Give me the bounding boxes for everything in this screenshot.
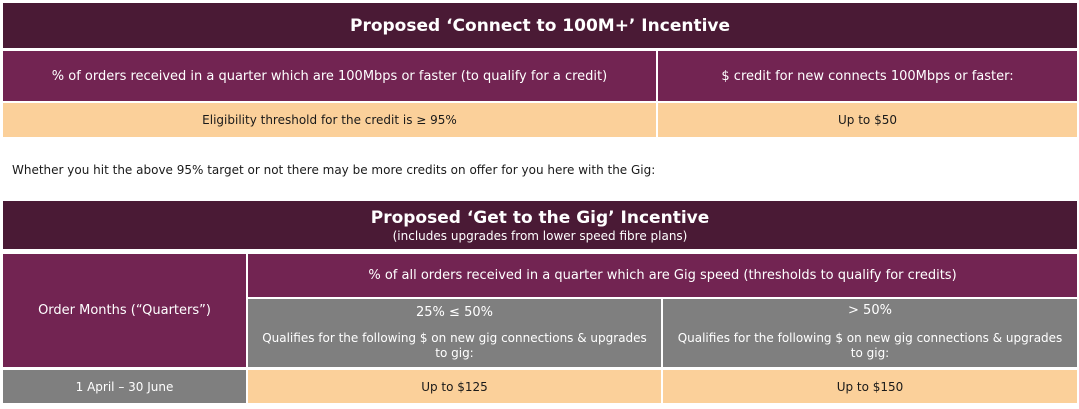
intro-text: Whether you hit the above 95% target or … (12, 163, 656, 177)
table2-title-block: Proposed ‘Get to the Gig’ Incentive (inc… (3, 201, 1077, 249)
table2-title: Proposed ‘Get to the Gig’ Incentive (370, 208, 710, 228)
tier1-range: 25% ≤ 50% (416, 305, 493, 320)
quarter-label: 1 April – 30 June (3, 370, 246, 403)
table1-header-credit: $ credit for new connects 100Mbps or fas… (658, 51, 1077, 101)
table1-header-threshold: % of orders received in a quarter which … (3, 51, 656, 101)
table2-header-gig-percent: % of all orders received in a quarter wh… (248, 254, 1077, 297)
tier2-range: > 50% (848, 303, 892, 318)
table2-subtitle: (includes upgrades from lower speed fibr… (392, 229, 688, 243)
tier1-description: Qualifies for the following $ on new gig… (262, 331, 647, 360)
table1-credit-value: Up to $50 (658, 103, 1077, 137)
tier2-value: Up to $150 (663, 370, 1077, 403)
tier2-description: Qualifies for the following $ on new gig… (677, 331, 1063, 360)
tier2-header: > 50% Qualifies for the following $ on n… (663, 299, 1077, 367)
order-months-label: Order Months (“Quarters”) (3, 254, 246, 367)
tier1-value: Up to $125 (248, 370, 661, 403)
table1-eligibility-threshold: Eligibility threshold for the credit is … (3, 103, 656, 137)
tier1-header: 25% ≤ 50% Qualifies for the following $ … (248, 299, 661, 367)
table1-title: Proposed ‘Connect to 100M+’ Incentive (3, 3, 1077, 48)
